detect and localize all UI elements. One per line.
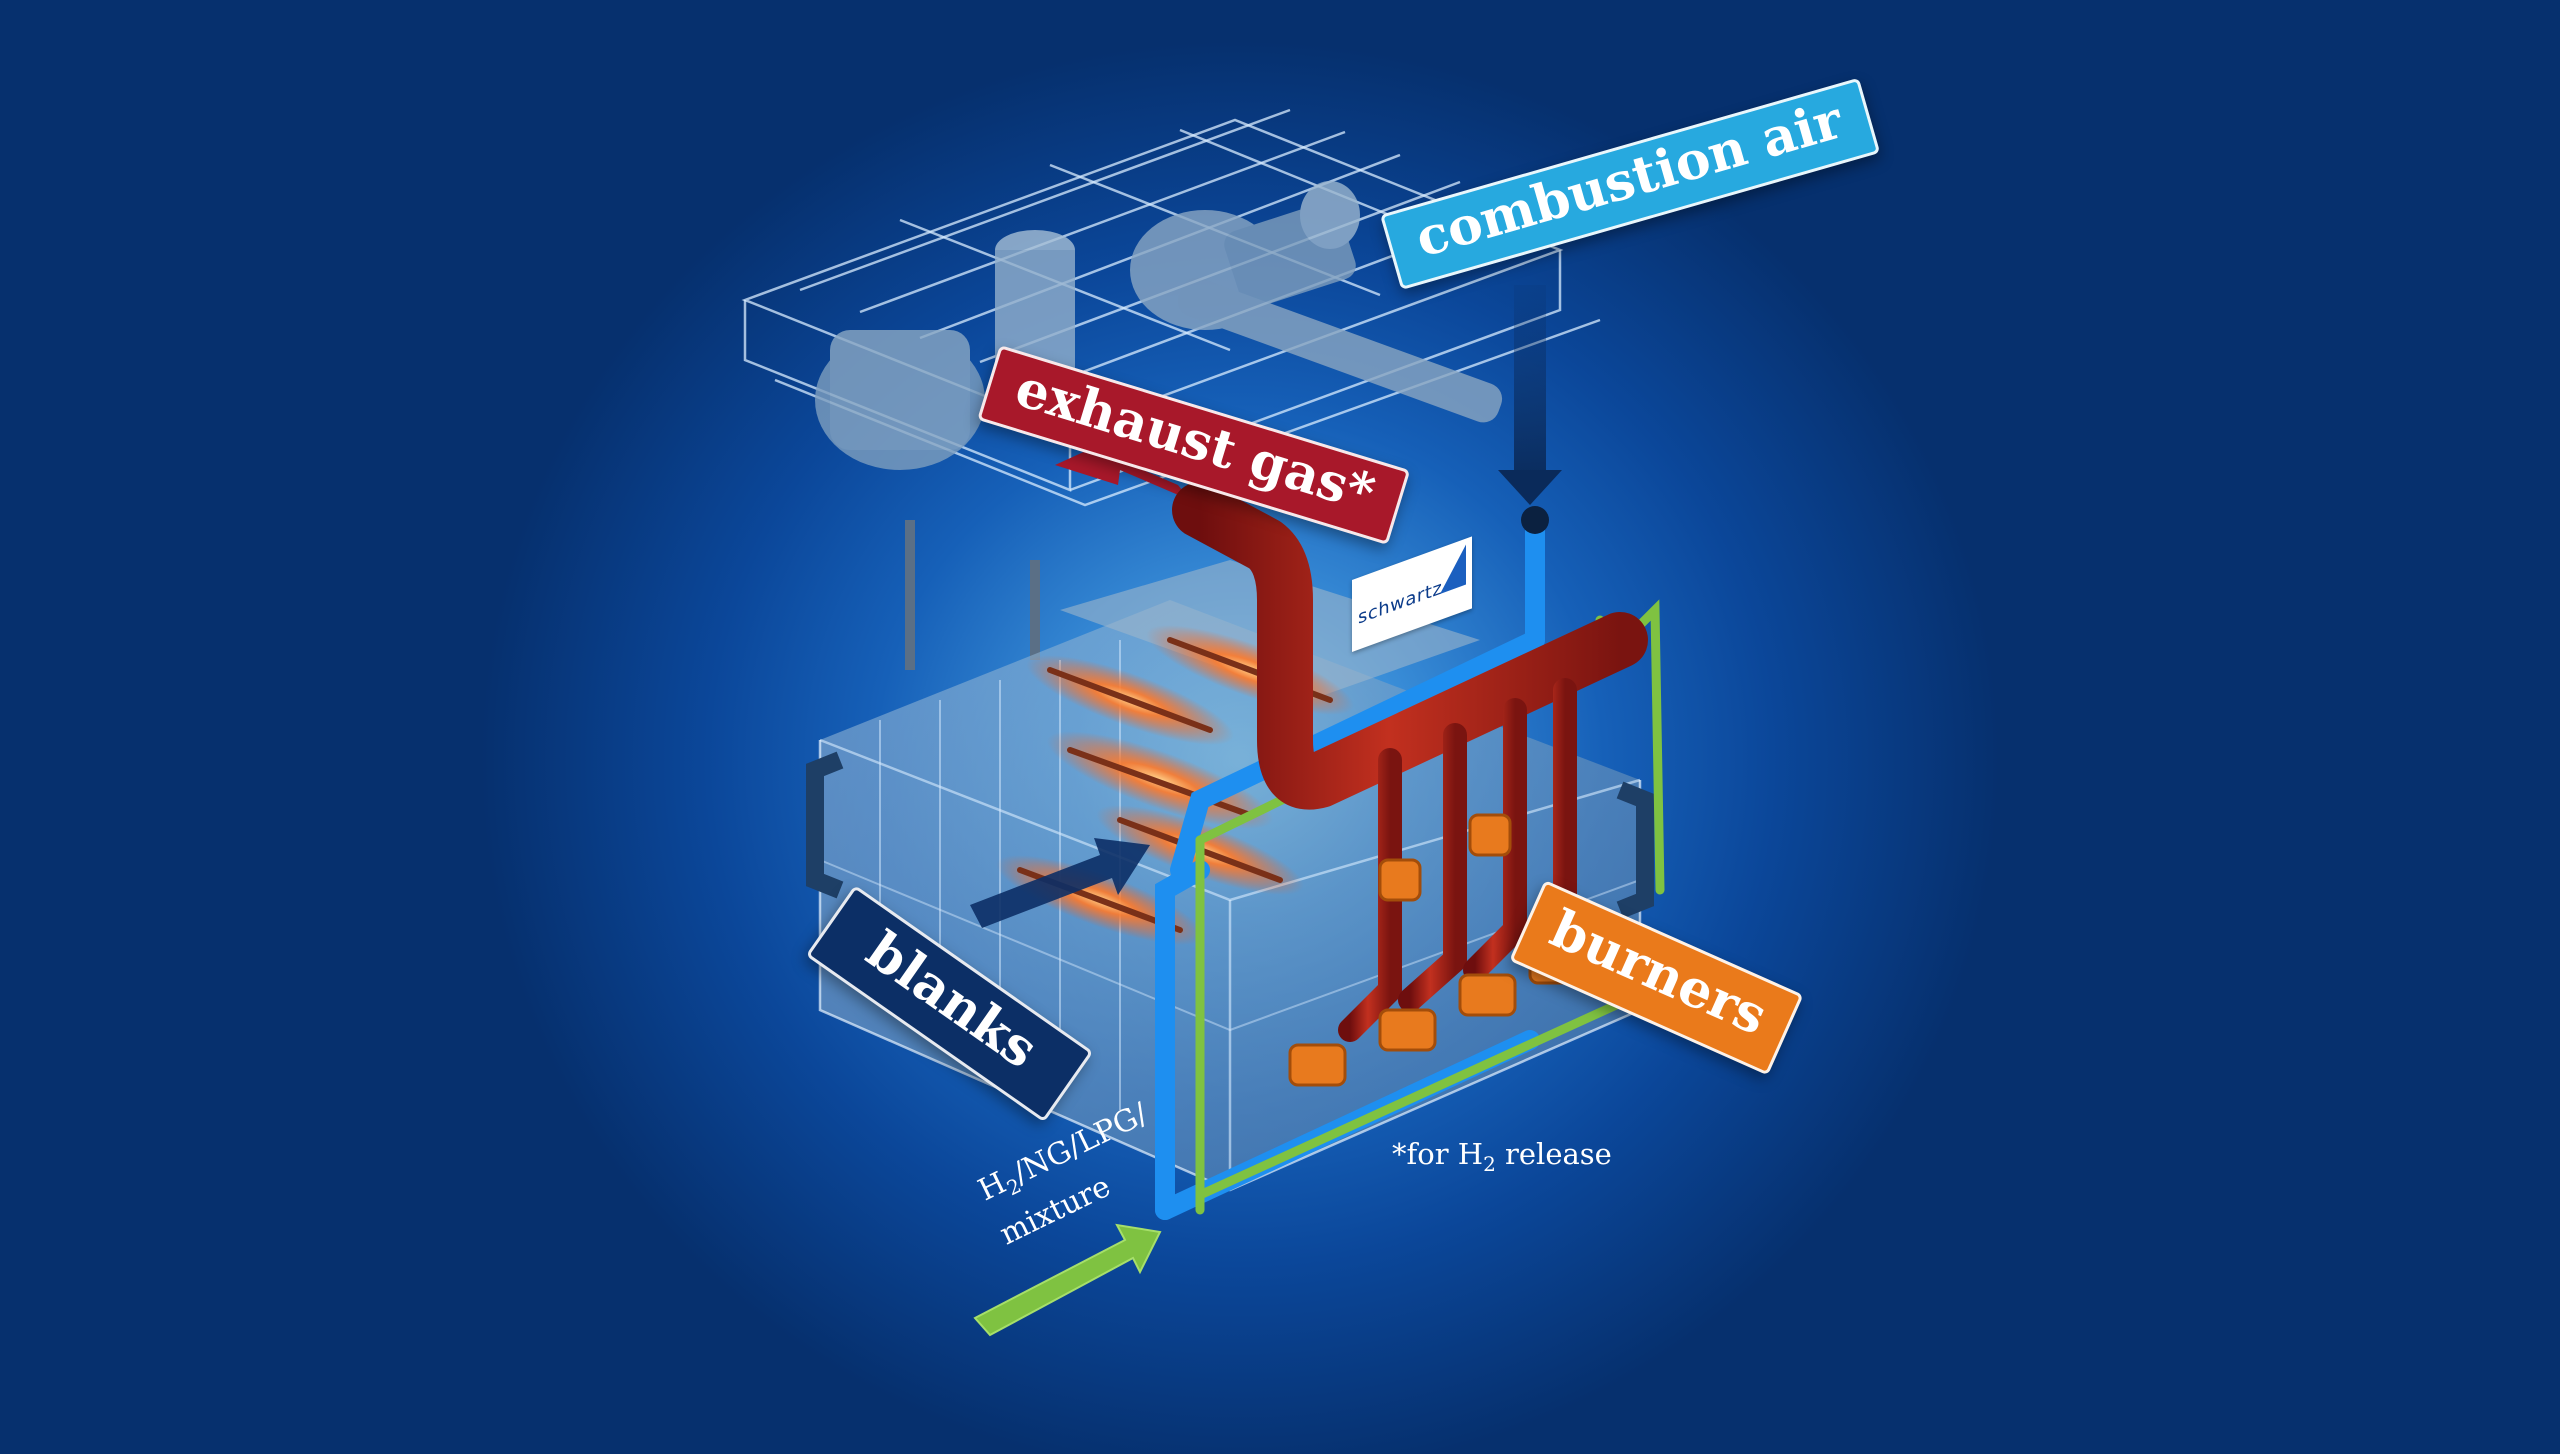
logo-text: schwartz xyxy=(1358,577,1443,629)
note-prefix: *for H xyxy=(1392,1137,1484,1171)
logo-mark-icon xyxy=(1440,544,1466,594)
exhaust-arrow-icon xyxy=(1055,440,1190,500)
h2-release-note: *for H2 release xyxy=(1392,1137,1612,1176)
blanks-arrow-icon xyxy=(970,838,1150,928)
note-subscript: 2 xyxy=(1483,1151,1496,1176)
support-legs xyxy=(905,520,1040,670)
combustion-air-arrow-icon xyxy=(1498,285,1562,505)
top-machinery xyxy=(815,181,1503,470)
fuel-arrow-icon xyxy=(973,1223,1162,1337)
note-suffix: release xyxy=(1495,1137,1612,1171)
